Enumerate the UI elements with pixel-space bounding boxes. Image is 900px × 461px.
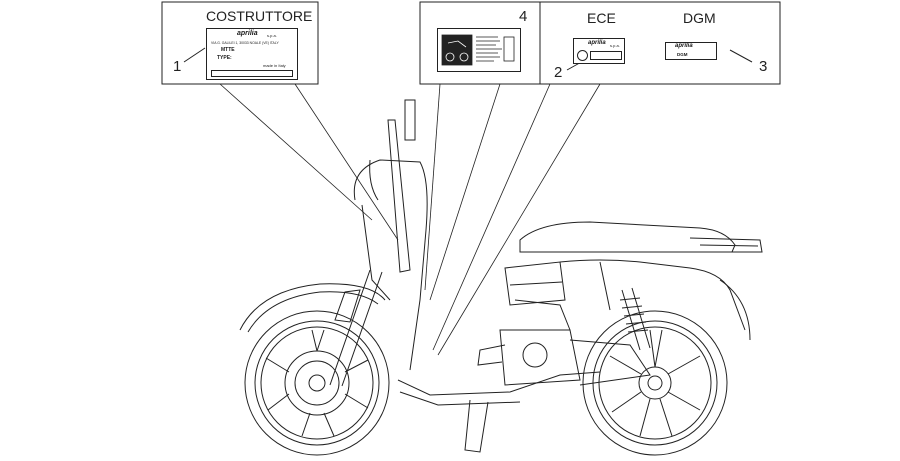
front-fork	[329, 99, 416, 387]
plate-field-mtte: MTTE	[221, 47, 235, 53]
plate-field-type: TYPE:	[217, 55, 232, 61]
front-wheel	[244, 310, 390, 456]
callout-number-2: 2	[554, 64, 563, 81]
floorboard	[397, 371, 601, 406]
manufacturer-plate: aprilia s.p.a. VIA G. GALILEI 1, 30033 N…	[206, 28, 298, 80]
costruttore-frame	[161, 1, 319, 85]
plate-barcode-strip	[211, 70, 293, 77]
rear-shock	[619, 287, 651, 351]
callout-number-3: 3	[759, 58, 768, 75]
rear-rack	[689, 237, 763, 253]
plate-suffix: s.p.a.	[267, 33, 277, 38]
ece-plate: aprilia s.p.a.	[573, 38, 625, 64]
ece-dgm-frame	[539, 1, 781, 85]
engine	[477, 299, 651, 386]
rear-wheel	[582, 310, 728, 456]
callout-number-4: 4	[519, 8, 528, 25]
dgm-plate-brand: aprilia	[675, 43, 693, 49]
warning-label-plate	[437, 28, 521, 72]
ece-plate-field	[590, 51, 622, 60]
rear-body	[504, 259, 751, 341]
warning-label-pictogram	[441, 34, 515, 66]
stand	[464, 399, 489, 453]
front-bodywork	[239, 159, 428, 371]
ece-plate-brand: aprilia	[588, 40, 606, 46]
plate-address: VIA G. GALILEI 1, 30033 NOALE (VE) ITALY	[211, 41, 279, 45]
ece-plate-circle	[577, 50, 588, 61]
ece-plate-suffix: s.p.a.	[610, 43, 620, 48]
dgm-plate: aprilia DGM	[665, 42, 717, 60]
dgm-heading: DGM	[683, 10, 716, 26]
costruttore-heading: COSTRUTTORE	[206, 8, 313, 24]
plate-made-in: made in Italy	[263, 63, 286, 68]
dgm-plate-sub: DGM	[677, 52, 688, 57]
leader-lines	[219, 83, 601, 356]
plate-brand: aprilia	[237, 30, 258, 37]
callout-number-1: 1	[173, 58, 182, 75]
seat	[519, 221, 736, 253]
ece-heading: ECE	[587, 10, 616, 26]
